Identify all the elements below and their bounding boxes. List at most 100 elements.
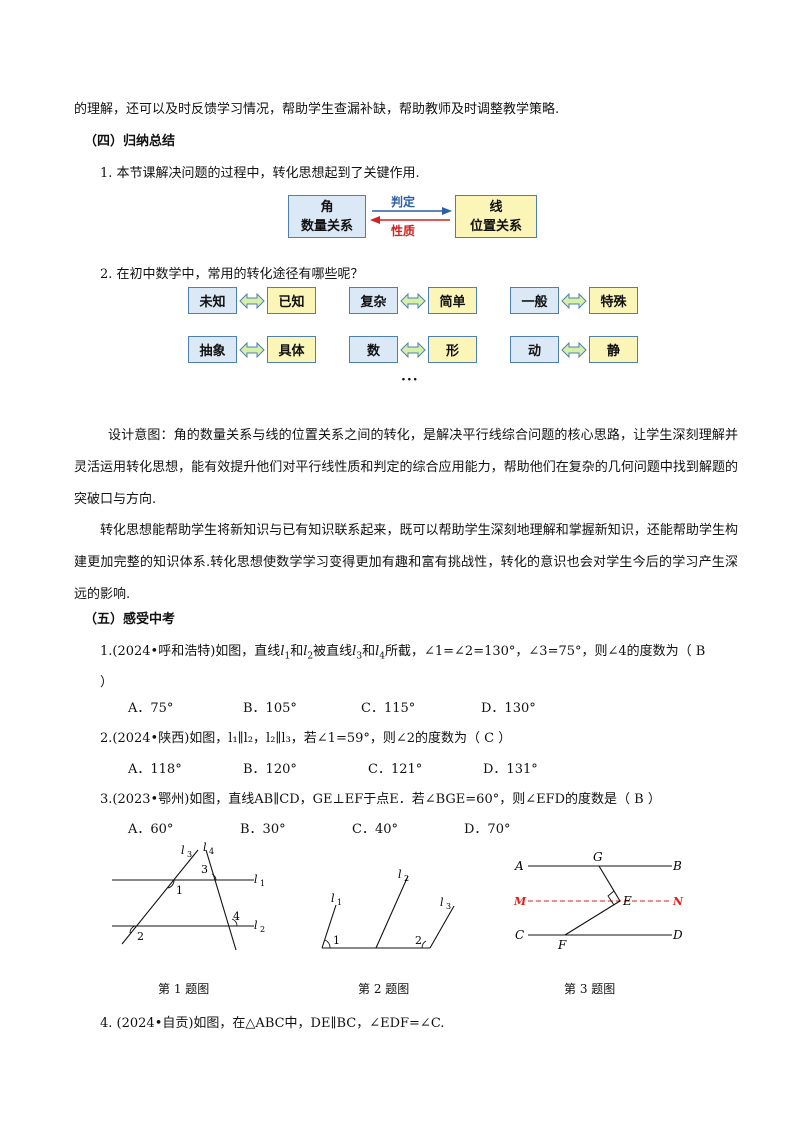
fig3-label-d: D	[672, 928, 683, 942]
double-arrow-icon	[400, 292, 426, 309]
figure-1: l 3 l 4 l 1 l 2 1 2 3 4	[112, 841, 265, 951]
q3-option-d: D．70°	[464, 822, 511, 837]
q4-text: 4. (2024•自贡)如图，在△ABC中，DE∥BC，∠EDF=∠C.	[100, 1016, 445, 1031]
q2-option-d: D．131°	[483, 762, 538, 777]
figure-3-caption: 第 3 题图	[564, 982, 616, 996]
q1-and1: 和	[290, 644, 304, 659]
pair-general-special: 一般 特殊	[510, 287, 638, 314]
section4-item1: 1. 本节课解决问题的过程中，转化思想起到了关键作用.	[100, 166, 420, 181]
double-arrow-icon	[561, 292, 587, 309]
property-label: 性质	[391, 224, 416, 238]
double-arrow-icon	[370, 207, 452, 224]
q1-l2: l	[303, 644, 308, 659]
pair-right: 具体	[267, 336, 316, 363]
pair-number-shape: 数 形	[349, 336, 477, 363]
fig2-label-l3-sub: 3	[446, 902, 451, 911]
fig2-label-l1: l	[331, 892, 335, 905]
pair-right: 静	[589, 336, 638, 363]
line-box-title: 线	[489, 200, 503, 215]
angle-box-sub: 数量关系	[300, 219, 353, 234]
fig1-angle-2: 2	[137, 930, 144, 943]
fig1-label-l2-sub: 2	[260, 925, 265, 934]
fig2-label-l2: l	[398, 868, 402, 881]
pair-right: 简单	[428, 287, 477, 314]
fig1-label-l4-sub: 4	[209, 847, 214, 856]
q1-text: 1.(2024•呼和浩特)如图，直线l1和l2被直线l3和l4所截，∠1=∠2=…	[100, 640, 705, 662]
q2-option-b: B．120°	[243, 762, 297, 777]
pair-complex-simple: 复杂 简单	[349, 287, 477, 314]
fig2-line-l3	[429, 905, 455, 949]
fig1-label-l1-sub: 1	[260, 879, 265, 888]
q2-option-a: A．118°	[128, 762, 182, 777]
q1-l4: l	[375, 644, 380, 659]
fig3-right-angle-mark	[607, 890, 615, 906]
q1-option-a: A．75°	[128, 701, 174, 716]
fig1-label-l3-sub: 3	[187, 850, 192, 859]
q2-option-c: C．121°	[368, 762, 423, 777]
q3-option-b: B．30°	[240, 822, 286, 837]
fig3-segment-ef	[564, 900, 621, 936]
fig2-angle-1: 1	[333, 934, 340, 947]
q1-and2: 和	[362, 644, 376, 659]
q1-mid: 被直线	[313, 644, 353, 659]
q1-tail: 所截，∠1=∠2=130°，∠3=75°，则∠4的度数为（ B	[384, 644, 706, 659]
pair-left: 复杂	[349, 287, 398, 314]
fig2-line-l1	[321, 904, 337, 949]
pair-left: 未知	[188, 287, 237, 314]
fig2-line-l2	[375, 875, 409, 949]
design-intent-para1: 设计意图：角的数量关系与线的位置关系之间的转化，是解决平行线综合问题的核心思路，…	[74, 428, 738, 507]
pair-left: 动	[510, 336, 559, 363]
q1-prefix: 1.(2024•呼和浩特)如图，直线	[100, 644, 281, 659]
fig1-label-l2: l	[254, 919, 258, 932]
angle-box-title: 角	[320, 200, 334, 215]
line-box-sub: 位置关系	[469, 219, 522, 234]
double-arrow-icon	[239, 341, 265, 358]
fig1-label-l4: l	[203, 841, 207, 854]
design-intent-para2: 转化思想能帮助学生将新知识与已有知识联系起来，既可以帮助学生深刻地理解和掌握新知…	[74, 523, 738, 602]
fig2-label-l2-sub: 2	[404, 874, 409, 883]
double-arrow-icon	[400, 341, 426, 358]
fig2-label-l3: l	[440, 896, 444, 909]
pair-right: 已知	[267, 287, 316, 314]
q1-sub2: 2	[307, 651, 314, 662]
fig3-label-f: F	[557, 938, 567, 952]
double-arrow-icon	[239, 292, 265, 309]
q1-sub3: 3	[356, 651, 363, 662]
q1-option-d: D．130°	[481, 701, 536, 716]
fig3-label-c: C	[515, 928, 524, 942]
q1-sub4: 4	[379, 651, 385, 662]
double-arrow-icon	[561, 341, 587, 358]
figure-1-caption: 第 1 题图	[158, 982, 210, 996]
figure-2: l 2 l 1 l 3 1 2	[321, 868, 455, 949]
pair-abstract-concrete: 抽象 具体	[188, 336, 316, 363]
fig3-segment-ge	[598, 865, 621, 902]
fig1-angle-1: 1	[176, 884, 183, 897]
q2-options: A．118° B．120° C．121° D．131°	[128, 758, 538, 777]
pair-right: 特殊	[589, 287, 638, 314]
q1-l3: l	[352, 644, 357, 659]
section4-heading: （四）归纳总结	[84, 134, 176, 149]
fig1-label-l1: l	[254, 873, 258, 886]
fig3-label-b: B	[672, 859, 682, 873]
q1-option-c: C．115°	[361, 701, 416, 716]
fig2-label-l1-sub: 1	[337, 898, 342, 907]
section5-heading: （五）感受中考	[84, 612, 176, 627]
fig3-label-g: G	[593, 850, 603, 864]
pair-left: 抽象	[188, 336, 237, 363]
pair-left: 一般	[510, 287, 559, 314]
figure-2-caption: 第 2 题图	[358, 982, 410, 996]
angle-box: 角 数量关系	[288, 195, 366, 238]
q3-text: 3.(2023•鄂州)如图，直线AB∥CD，GE⊥EF于点E．若∠BGE=60°…	[100, 792, 661, 807]
fig1-angle-3: 3	[201, 863, 208, 876]
fig3-label-m: M	[513, 895, 527, 908]
q3-options: A．60°B．30°C．40°D．70°	[128, 818, 510, 837]
fig2-angle-2: 2	[415, 934, 422, 947]
q1-options: A．75°B．105°C．115°D．130°	[128, 697, 536, 716]
q3-option-a: A．60°	[128, 822, 174, 837]
q1-sub1: 1	[284, 651, 291, 662]
judge-label: 判定	[391, 195, 416, 209]
pair-left: 数	[349, 336, 398, 363]
section4-item2: 2. 在初中数学中，常用的转化途径有哪些呢？	[100, 267, 364, 282]
pair-right: 形	[428, 336, 477, 363]
q2-text: 2.(2024•陕西)如图，l₁∥l₂，l₂∥l₃，若∠1=59°，则∠2的度数…	[100, 731, 512, 746]
